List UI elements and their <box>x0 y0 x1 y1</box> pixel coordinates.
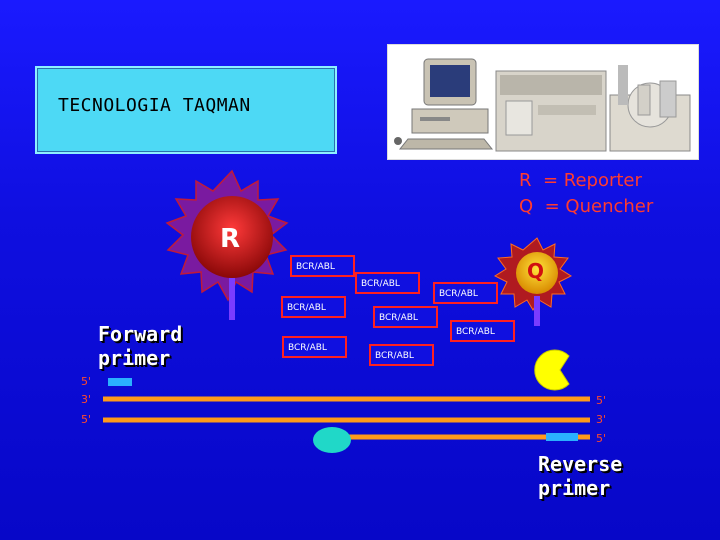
quencher-linker <box>534 296 540 326</box>
forward-primer-label: Forward primer <box>98 322 182 370</box>
reverse-primer-label-line: Reverse <box>538 452 623 476</box>
probe-fragment: BCR/ABL <box>450 320 515 342</box>
probe-fragment: BCR/ABL <box>290 255 355 277</box>
legend-quencher: Q = Quencher <box>519 196 654 217</box>
reverse-primer <box>546 433 578 441</box>
reporter-letter: R <box>220 224 241 254</box>
strand-end-left: 3' <box>81 393 92 406</box>
strand-end-right: 5' <box>596 394 607 407</box>
forward-primer-label-line: Forward <box>98 322 183 346</box>
legend-reporter: R = Reporter <box>519 170 642 191</box>
quencher-letter: Q <box>527 259 545 283</box>
page-title: TECNOLOGIA TAQMAN <box>58 95 251 116</box>
probe-fragment: BCR/ABL <box>373 306 438 328</box>
probe-fragment: BCR/ABL <box>433 282 498 304</box>
pcr-instrument-image <box>394 58 691 152</box>
probe-fragment: BCR/ABL <box>281 296 346 318</box>
quencher-burst <box>493 237 573 326</box>
instrument-photo <box>387 44 699 160</box>
strand-end-left: 5' <box>81 413 92 426</box>
reporter-dye <box>191 196 273 278</box>
probe-fragment: BCR/ABL <box>355 272 420 294</box>
reverse-primer-label: Reverse primer <box>538 452 622 500</box>
title-box <box>35 66 337 154</box>
reverse-primer-label-line: primer <box>538 476 611 500</box>
reporter-linker <box>229 278 235 320</box>
forward-primer <box>108 378 132 386</box>
probe-fragment: BCR/ABL <box>282 336 347 358</box>
strand-end-left: 5' <box>81 375 92 388</box>
polymerase-blob <box>313 427 351 453</box>
strand-end-right: 5' <box>596 432 607 445</box>
quencher-dye <box>516 252 558 294</box>
probe-fragment: BCR/ABL <box>369 344 434 366</box>
forward-primer-label-line: primer <box>98 346 171 370</box>
strand-end-right: 3' <box>596 413 607 426</box>
taq-polymerase-icon <box>534 349 570 391</box>
reporter-burst <box>165 169 289 320</box>
